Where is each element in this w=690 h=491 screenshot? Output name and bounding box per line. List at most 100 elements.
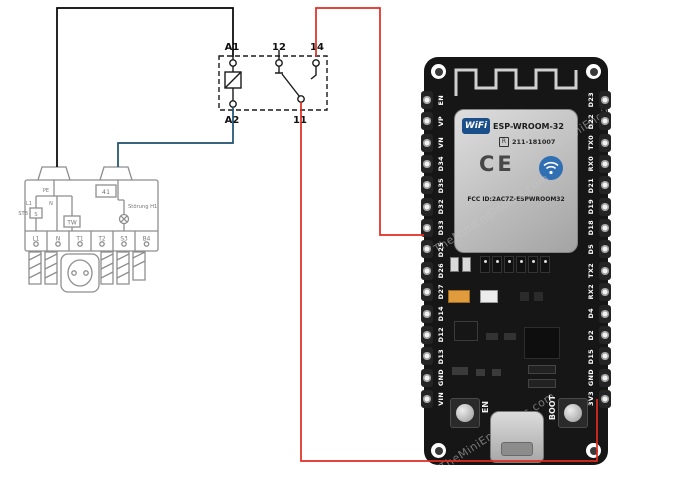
pin-hole xyxy=(423,181,431,190)
boot-button xyxy=(558,398,588,428)
esp32-pin-label-left-d33: D33 xyxy=(437,220,445,236)
esp32-pin-right-d5 xyxy=(599,240,611,259)
esp32-pin-label-right-d19: D19 xyxy=(587,199,595,215)
pin-hole xyxy=(423,96,431,104)
esp32-pin-label-right-rx0: RX0 xyxy=(587,156,595,172)
esp32-pin-right-gnd xyxy=(599,368,611,387)
smd-component xyxy=(528,365,556,374)
relay-labels: A1 12 14 A2 11 xyxy=(225,42,324,126)
pin-hole xyxy=(601,309,609,318)
esp32-pin-right-d2 xyxy=(599,325,611,344)
esp32-pin-label-left-en: EN xyxy=(437,94,445,106)
pin-hole xyxy=(423,224,431,233)
esp32-pin-right-rx2 xyxy=(599,283,611,302)
esp32-pin-left-d13 xyxy=(421,347,433,366)
esp32-pin-right-tx0 xyxy=(599,133,611,152)
esp32-pin-right-tx2 xyxy=(599,261,611,280)
esp32-pin-left-vin xyxy=(421,389,433,408)
controller-stb-label: STB xyxy=(18,211,28,217)
wire-red-14-to-esp32-d33 xyxy=(315,7,424,236)
terminal-n: N xyxy=(56,237,60,243)
pin-hole xyxy=(423,352,431,361)
esp32-pin-right-d21 xyxy=(599,176,611,195)
esp32-pin-label-left-d34: D34 xyxy=(437,156,445,172)
pin-hole xyxy=(601,352,609,361)
pin-hole xyxy=(601,202,609,211)
pin-hole xyxy=(423,309,431,318)
esp32-pin-label-right-gnd: GND xyxy=(587,369,595,387)
esp32-pin-label-right-tx0: TX0 xyxy=(587,135,595,151)
pin-hole xyxy=(601,138,609,147)
relay-switch-arm xyxy=(281,73,301,97)
esp32-pin-label-left-gnd: GND xyxy=(437,369,445,387)
pin-hole xyxy=(423,330,431,339)
wifi-signal-icon xyxy=(539,156,563,180)
smd-component xyxy=(534,292,543,301)
smd-component xyxy=(480,290,498,303)
esp32-pin-right-d15 xyxy=(599,347,611,366)
esp32-pin-label-left-d35: D35 xyxy=(437,177,445,194)
voltage-regulator xyxy=(454,321,478,341)
esp32-pin-label-right-d15: D15 xyxy=(587,348,595,364)
pin-hole xyxy=(601,330,609,339)
esp32-pin-left-d12 xyxy=(421,325,433,344)
smd-ic xyxy=(504,256,514,273)
ce-mark: CE xyxy=(479,152,515,176)
esp32-pin-right-3v3 xyxy=(599,389,611,408)
relay-a2-label: A2 xyxy=(225,115,240,126)
esp32-pin-label-right-d22: D22 xyxy=(587,113,595,130)
relay-12-label: 12 xyxy=(272,42,286,53)
relay-a1-label: A1 xyxy=(225,42,240,53)
pin-hole xyxy=(601,288,609,297)
esp32-pin-left-d33 xyxy=(421,219,433,238)
pin-hole xyxy=(601,181,609,190)
esp32-pin-right-d23 xyxy=(599,91,611,109)
smd-ic xyxy=(480,256,490,273)
pin-hole xyxy=(423,117,431,126)
antenna-trace xyxy=(454,68,578,96)
terminal-a2-node xyxy=(229,100,237,108)
smd-ic xyxy=(528,256,538,273)
esp32-pin-left-d32 xyxy=(421,197,433,216)
terminal-t2: T2 xyxy=(97,237,106,243)
esp32-pin-left-d14 xyxy=(421,304,433,323)
esp32-pin-right-d22 xyxy=(599,112,611,131)
module-name-label: ESP-WROOM-32 xyxy=(493,122,564,131)
esp32-pin-label-right-rx2: RX2 xyxy=(587,284,595,300)
relay-11-label: 11 xyxy=(293,115,307,126)
smd-ic xyxy=(540,256,550,273)
mounting-hole xyxy=(586,64,601,79)
wifi-brand-logo: WiFi xyxy=(462,118,490,134)
fcc-id-label: FCC ID:2AC7Z-ESPWROOM32 xyxy=(467,196,565,203)
registered-mark-icon: R xyxy=(499,137,509,147)
terminal-14-node xyxy=(312,59,320,67)
relay-coil xyxy=(224,71,242,89)
smd-ic xyxy=(492,256,502,273)
esp32-pin-label-left-d12: D12 xyxy=(437,327,445,343)
pin-hole xyxy=(423,373,431,382)
controller-pe-label: PE xyxy=(43,188,49,194)
mounting-hole xyxy=(586,443,601,458)
esp32-pin-label-left-d14: D14 xyxy=(437,305,445,322)
certification-row: R 211-181007 xyxy=(499,137,555,147)
smd-capacitor xyxy=(448,290,470,303)
controller-tw-label: TW xyxy=(66,220,77,227)
mounting-hole xyxy=(431,64,446,79)
esp32-pin-label-left-d25: D25 xyxy=(437,241,445,258)
esp32-pin-label-right-d21: D21 xyxy=(587,177,595,194)
pin-hole xyxy=(601,245,609,254)
esp32-pin-left-d35 xyxy=(421,176,433,195)
esp32-pin-left-d26 xyxy=(421,261,433,280)
pin-hole xyxy=(423,288,431,297)
smd-component xyxy=(486,333,498,340)
pin-hole xyxy=(423,266,431,275)
smd-component xyxy=(504,333,516,340)
pin-hole xyxy=(601,160,609,169)
esp32-pin-label-right-d2: D2 xyxy=(587,329,595,341)
pin-hole xyxy=(601,394,609,403)
smd-component xyxy=(450,257,459,272)
esp-wroom-32-shield: WiFi ESP-WROOM-32 R 211-181007 CE FCC ID… xyxy=(454,109,578,253)
wire-black-controller-to-a1 xyxy=(56,7,234,167)
esp32-pin-label-left-vn: VN xyxy=(437,137,445,149)
